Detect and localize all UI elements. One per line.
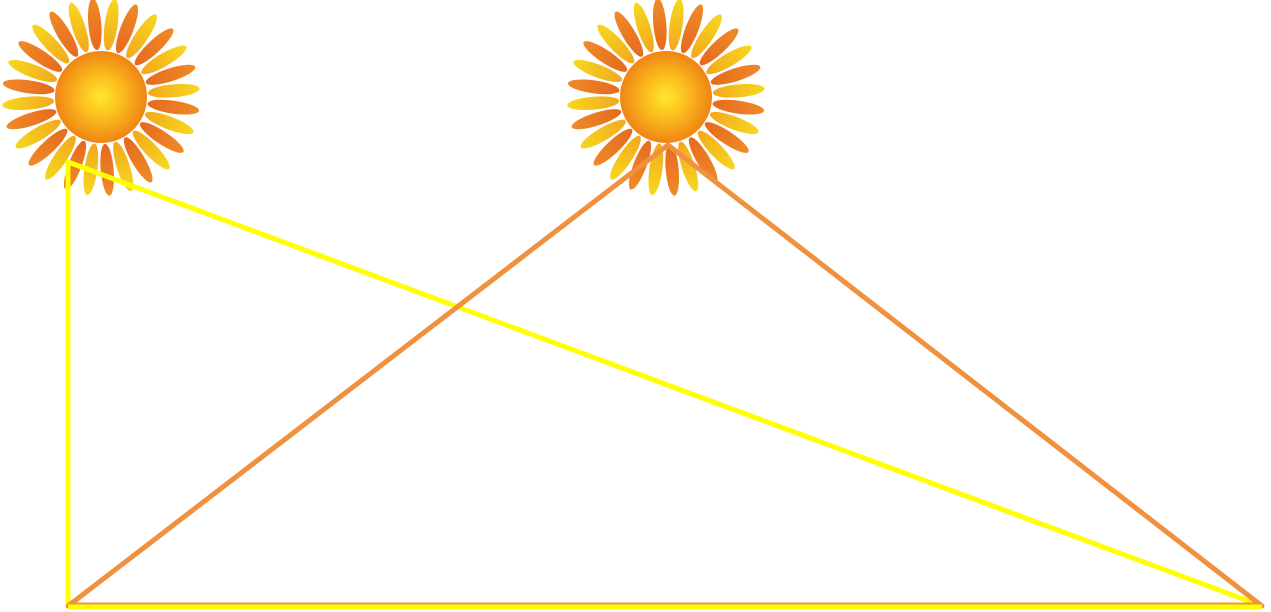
sun-layer [2,0,765,196]
sun-petal [147,82,200,99]
orange-triangle-right-edge [668,145,1262,606]
sun-petal [2,95,55,112]
yellow-triangle [68,162,1262,606]
sun-petal [567,95,620,112]
sun-core [55,51,147,143]
sun-icon [2,0,200,196]
sun-petal [651,0,668,51]
sun-icon [567,0,765,196]
orange-triangle-left-edge [68,145,668,606]
sun-petal [86,0,103,51]
sun-petal [712,82,765,99]
yellow-triangle-hypotenuse [68,162,1262,606]
sun-petal [99,143,116,196]
sun-core [620,51,712,143]
